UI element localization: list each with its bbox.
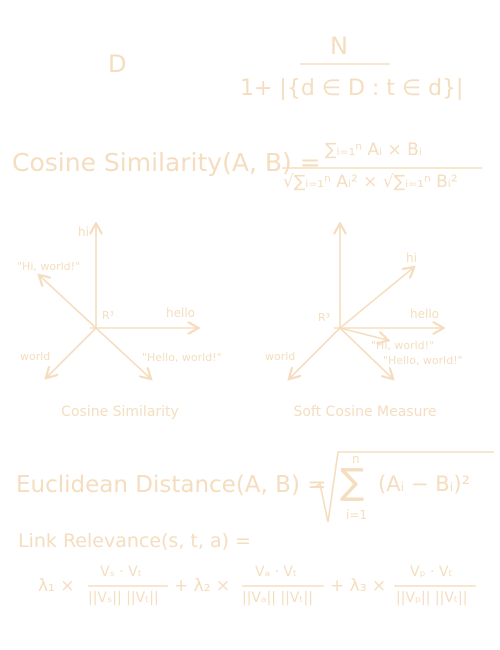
euclid-sum-top: n bbox=[352, 452, 360, 466]
link-term2-num: Vₐ · Vₜ bbox=[255, 564, 298, 580]
label-hello-world: "Hello, world!" bbox=[383, 354, 463, 367]
label-hi: hi bbox=[406, 251, 417, 265]
vector-hello-world bbox=[339, 327, 392, 378]
label-hi: hi bbox=[78, 225, 89, 239]
link-plus2: + λ₃ × bbox=[330, 576, 387, 596]
vector-hi bbox=[339, 268, 413, 329]
label-hello: hello bbox=[166, 306, 195, 320]
link-term1-den: ||Vₛ|| ||Vₜ|| bbox=[88, 590, 159, 606]
link-term1-coef: λ₁ × bbox=[38, 576, 75, 596]
link-term1-num: Vₛ · Vₜ bbox=[100, 564, 142, 580]
idf-denominator: 1+ |{d ∈ D : t ∈ d}| bbox=[240, 76, 464, 101]
label-world: world bbox=[265, 350, 295, 363]
link-lhs: Link Relevance(s, t, a) = bbox=[18, 530, 251, 552]
euclid-body: (Aᵢ − Bᵢ)² bbox=[378, 472, 471, 496]
euclid-sum-bottom: i=1 bbox=[346, 508, 368, 522]
caption-soft-cosine: Soft Cosine Measure bbox=[293, 404, 436, 420]
idf-lhs: D bbox=[108, 50, 127, 78]
caption-cosine-similarity: Cosine Similarity bbox=[61, 404, 179, 420]
link-term2-den: ||Vₐ|| ||Vₜ|| bbox=[242, 590, 313, 606]
vector-hi-world bbox=[40, 276, 97, 329]
label-origin: R³ bbox=[102, 309, 114, 322]
link-term3-num: Vₚ · Vₜ bbox=[410, 564, 453, 580]
cosine-numerator: ∑ᵢ₌₁ⁿ Aᵢ × Bᵢ bbox=[325, 140, 422, 160]
axis-world bbox=[290, 327, 341, 378]
cosine-similarity-diagram bbox=[40, 225, 197, 378]
label-hi-world: "Hi, world!" bbox=[17, 260, 80, 273]
link-term3-den: ||Vₚ|| ||Vₜ|| bbox=[396, 590, 468, 606]
vector-hello-world bbox=[95, 327, 150, 378]
cosine-lhs: Cosine Similarity(A, B) = bbox=[12, 148, 321, 177]
euclid-sigma: ∑ bbox=[340, 462, 365, 503]
label-hello-world: "Hello, world!" bbox=[142, 351, 222, 364]
idf-numerator: N bbox=[330, 32, 348, 60]
label-origin: R³ bbox=[318, 311, 330, 324]
cosine-denominator: √∑ᵢ₌₁ⁿ Aᵢ² × √∑ᵢ₌₁ⁿ Bᵢ² bbox=[283, 172, 458, 192]
euclid-lhs: Euclidean Distance(A, B) = bbox=[16, 472, 327, 498]
label-hello: hello bbox=[410, 307, 439, 321]
label-hi-world: "Hi, world!" bbox=[371, 339, 434, 352]
label-world: world bbox=[20, 350, 50, 363]
axis-world bbox=[47, 327, 97, 377]
soft-cosine-diagram bbox=[290, 225, 442, 378]
link-plus1: + λ₂ × bbox=[174, 576, 231, 596]
vector-hi-world bbox=[339, 327, 387, 340]
euclid-radical bbox=[313, 451, 494, 523]
